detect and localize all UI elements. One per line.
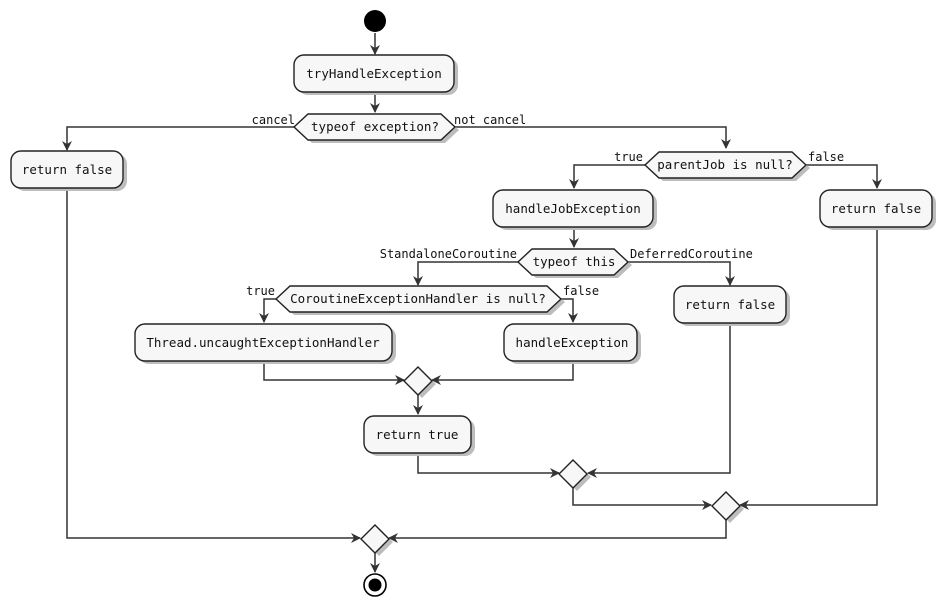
edge-handler-true-branch: [259, 298, 276, 323]
action-label: Thread.uncaughtExceptionHandler: [146, 335, 380, 350]
decision-label: parentJob is null?: [657, 157, 792, 172]
action-label: return false: [22, 162, 112, 177]
edge-parent-false-branch: [806, 164, 882, 189]
edge-label-parent-false: false: [808, 150, 844, 164]
edge-merge-c-to-final-merge: [388, 519, 727, 543]
action-label: tryHandleException: [306, 66, 441, 81]
edge-label-not-cancel: not cancel: [454, 113, 526, 127]
edge-parent-false-to-merge-c: [739, 227, 878, 510]
edge-parent-true-branch: [569, 164, 645, 189]
decision-label: typeof this: [533, 254, 616, 269]
start-node: [364, 10, 386, 32]
action-try-handle-exception: tryHandleException: [293, 54, 458, 95]
decision-typeof-this: typeof this: [516, 248, 632, 278]
edge-label-standalone: StandaloneCoroutine: [380, 247, 517, 261]
action-label: return false: [685, 297, 775, 312]
edge-cancel-to-final-merge: [66, 190, 361, 543]
end-node: [363, 573, 387, 597]
edge-standalone-branch: [413, 261, 518, 286]
action-return-false-cancel: return false: [10, 150, 127, 191]
edge-cancel-branch: [62, 126, 296, 151]
merge-diamond-final: [360, 524, 393, 556]
decision-typeof-exception: typeof exception?: [292, 113, 459, 143]
edge-label-handler-true: true: [246, 284, 275, 298]
decision-parent-job-null: parentJob is null?: [643, 151, 810, 181]
action-handle-exception: handleException: [503, 323, 641, 364]
edges: [62, 33, 882, 573]
action-handle-job-exception: handleJobException: [492, 189, 657, 230]
edge-label-parent-true: true: [614, 150, 643, 164]
decision-label: CoroutineExceptionHandler is null?: [290, 291, 546, 306]
edge-merge-b-to-merge-c: [572, 487, 712, 510]
action-return-false-parent: return false: [819, 189, 936, 230]
decision-handler-null: CoroutineExceptionHandler is null?: [274, 285, 565, 315]
edge-handler-false-branch: [561, 298, 578, 323]
edge-not-cancel-branch: [455, 126, 731, 149]
edge-handleexception-to-merge-a: [431, 361, 574, 385]
action-label: handleException: [516, 335, 629, 350]
edge-deferred-to-merge-b: [587, 323, 731, 478]
edge-labels: cancel not cancel true false StandaloneC…: [246, 113, 844, 298]
merge-diamond-c: [711, 491, 744, 523]
edge-thread-to-merge-a: [263, 361, 405, 385]
edge-label-deferred: DeferredCoroutine: [630, 247, 753, 261]
decision-label: typeof exception?: [311, 119, 439, 134]
action-label: return false: [831, 201, 921, 216]
merge-diamond-a: [403, 366, 436, 398]
action-thread-uncaught-handler: Thread.uncaughtExceptionHandler: [134, 323, 396, 364]
edge-label-cancel: cancel: [252, 113, 295, 127]
edge-return-true-to-merge-b: [417, 454, 560, 478]
edge-label-handler-false: false: [563, 284, 599, 298]
merge-diamond-b: [558, 459, 591, 491]
action-label: handleJobException: [505, 201, 640, 216]
action-label: return true: [376, 427, 459, 442]
edge-deferred-branch: [628, 261, 735, 286]
action-return-false-deferred: return false: [673, 285, 790, 326]
action-return-true: return true: [363, 415, 475, 456]
